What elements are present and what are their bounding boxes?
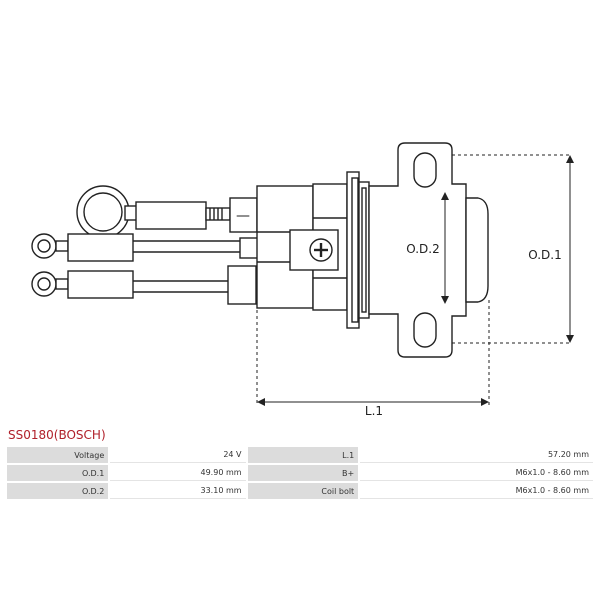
table-row: O.D.2 33.10 mm Coil bolt M6x1.0 - 8.60 m…: [7, 483, 593, 499]
table-row: Voltage 24 V L.1 57.20 mm: [7, 447, 593, 463]
spec-value: M6x1.0 - 8.60 mm: [360, 483, 593, 499]
spec-label: O.D.1: [7, 465, 109, 481]
spec-value: 49.90 mm: [110, 465, 246, 481]
ring-terminal-icon: [76, 185, 138, 239]
front-cap: [465, 197, 489, 303]
part-title: SS0180(BOSCH): [8, 428, 106, 442]
spec-label: B+: [247, 465, 359, 481]
small-ring-terminal-upper: [31, 233, 134, 262]
solenoid-diagram: —: [31, 142, 574, 418]
upper-mounting-slot: [413, 152, 437, 188]
table-row: O.D.1 49.90 mm B+ M6x1.0 - 8.60 mm: [7, 465, 593, 481]
lower-mounting-slot: [413, 312, 437, 348]
od1-label: O.D.1: [528, 248, 561, 262]
od2-label: O.D.2: [406, 242, 439, 256]
spec-value: M6x1.0 - 8.60 mm: [360, 465, 593, 481]
spec-table: Voltage 24 V L.1 57.20 mm O.D.1 49.90 mm…: [5, 445, 595, 501]
lower-terminal-block: [227, 265, 257, 305]
spec-label: Coil bolt: [247, 483, 359, 499]
cable-sleeve-top: [135, 201, 207, 230]
spec-label: Voltage: [7, 447, 109, 463]
flange-ring-inner: [351, 177, 359, 323]
spec-value: 57.20 mm: [360, 447, 593, 463]
spec-value: 33.10 mm: [110, 483, 246, 499]
negative-terminal-mark: —: [236, 208, 250, 224]
spec-label: O.D.2: [7, 483, 109, 499]
mounting-flange: [368, 142, 467, 358]
spec-value: 24 V: [110, 447, 246, 463]
small-ring-terminal-lower: [31, 270, 134, 299]
phillips-screw-icon: [309, 238, 333, 262]
l1-label: L.1: [365, 404, 383, 418]
spec-label: L.1: [247, 447, 359, 463]
